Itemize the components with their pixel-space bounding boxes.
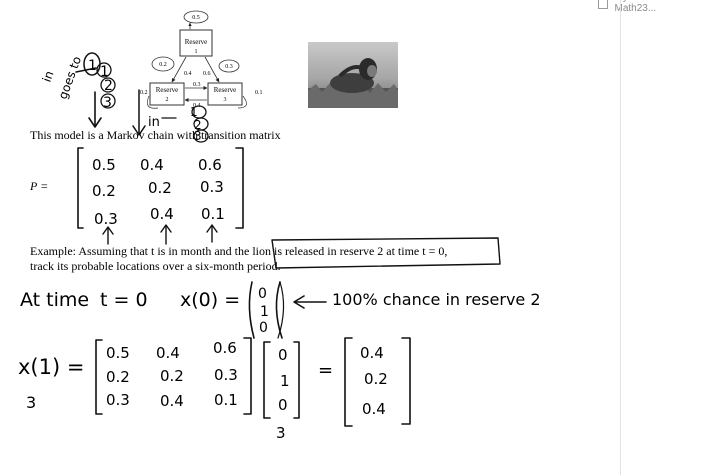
- svg-text:1: 1: [100, 64, 109, 80]
- svg-text:3: 3: [103, 95, 112, 111]
- svg-text:0.2: 0.2: [364, 370, 388, 388]
- reserve-3-node: Reserve 3: [207, 82, 243, 106]
- example-line-1: Example: Assuming that t is in month and…: [30, 244, 447, 258]
- svg-text:2: 2: [166, 97, 169, 103]
- svg-text:0.3: 0.3: [94, 210, 118, 228]
- hw-choice-1: 1: [88, 58, 97, 74]
- svg-text:0: 0: [258, 286, 267, 302]
- svg-text:0.2: 0.2: [148, 179, 172, 197]
- svg-text:0.4: 0.4: [150, 205, 174, 223]
- matrix-P: 0.5 0.4 0.6 0.2 0.2 0.3 0.3 0.4 0.1: [77, 147, 244, 245]
- svg-text:0.4: 0.4: [140, 156, 164, 174]
- svg-text:0.6: 0.6: [198, 156, 222, 174]
- model-text: This model is a Markov chain with transi…: [30, 128, 281, 142]
- svg-text:0.5: 0.5: [106, 344, 130, 362]
- svg-text:Reserve: Reserve: [185, 38, 208, 46]
- svg-text:0.3: 0.3: [106, 391, 130, 409]
- svg-text:0.4: 0.4: [156, 344, 180, 362]
- svg-text:1: 1: [280, 372, 290, 390]
- svg-text:in: in: [40, 69, 57, 84]
- handwritten-initial-state: At time t = 0 x(0) = 0 1 0 100% chance i…: [20, 281, 541, 339]
- svg-text:0.4: 0.4: [362, 400, 386, 418]
- markov-diagram: Reserve 1 0.5 Reserve 2 0.2 Reserve 3 0.…: [140, 10, 263, 109]
- svg-text:0.3: 0.3: [200, 178, 224, 196]
- svg-text:0.4: 0.4: [360, 344, 384, 362]
- svg-text:100% chance in reserve 2: 100% chance in reserve 2: [332, 290, 541, 309]
- svg-text:goes to: goes to: [56, 54, 84, 101]
- svg-text:3: 3: [276, 424, 286, 442]
- svg-text:At time: At time: [20, 289, 89, 311]
- handwritten-x1-computation: x(1) = 3 0.5 0.4 0.6 0.2 0.2 0.3 0.3 0.4…: [18, 337, 411, 442]
- highlight-box: [271, 237, 501, 269]
- svg-text:3: 3: [194, 129, 202, 143]
- breadcrumb[interactable]: My Notebook > Math23...: [598, 0, 720, 14]
- svg-text:0: 0: [259, 320, 268, 336]
- example-line-2: track its probable locations over a six-…: [30, 259, 281, 273]
- p-label: P =: [29, 179, 48, 193]
- svg-text:0.2: 0.2: [106, 368, 130, 386]
- reserve-1-node: Reserve 1: [179, 29, 213, 57]
- svg-text:in: in: [148, 115, 160, 130]
- handwritten-goes-to: in goes to 1 1 2 3: [40, 52, 116, 128]
- svg-text:=: =: [318, 360, 333, 381]
- svg-text:3: 3: [224, 97, 227, 103]
- reserve-2-node: Reserve 2: [149, 82, 185, 106]
- svg-text:x(0) =: x(0) =: [180, 289, 240, 311]
- loop-label-2: 0.2: [159, 62, 167, 68]
- svg-text:x(1) =: x(1) =: [18, 355, 84, 379]
- edge-label-12: 0.4: [184, 71, 192, 77]
- svg-text:0.6: 0.6: [213, 339, 237, 357]
- edge-label-left: 0.2: [140, 90, 148, 96]
- svg-text:0.3: 0.3: [214, 366, 238, 384]
- svg-text:0: 0: [278, 346, 288, 364]
- svg-text:Reserve: Reserve: [214, 86, 237, 94]
- edge-label-right: 0.1: [255, 90, 263, 96]
- svg-text:0.5: 0.5: [92, 156, 116, 174]
- breadcrumb-text: My Notebook > Math23...: [614, 0, 682, 14]
- svg-text:1: 1: [190, 105, 198, 119]
- lion-photo: [308, 42, 398, 108]
- edge-label-13: 0.6: [203, 71, 211, 77]
- svg-text:Reserve: Reserve: [156, 86, 179, 94]
- svg-text:0.4: 0.4: [160, 392, 184, 410]
- svg-text:0.1: 0.1: [201, 205, 225, 223]
- svg-text:2: 2: [104, 78, 113, 94]
- svg-text:0.1: 0.1: [214, 391, 238, 409]
- svg-text:3: 3: [26, 393, 36, 412]
- svg-text:2: 2: [194, 118, 202, 132]
- svg-text:1: 1: [260, 304, 269, 320]
- handwritten-in-middle: in 1 2 3: [132, 89, 209, 143]
- svg-text:0.2: 0.2: [160, 367, 184, 385]
- loop-label-3: 0.3: [225, 64, 233, 70]
- svg-text:1: 1: [195, 49, 198, 55]
- pane-divider: [620, 0, 621, 475]
- svg-text:t = 0: t = 0: [100, 289, 148, 311]
- edge-label-23: 0.3: [193, 82, 201, 88]
- notebook-icon: [598, 0, 609, 9]
- svg-text:0: 0: [278, 396, 288, 414]
- svg-text:0.2: 0.2: [92, 182, 116, 200]
- loop-label-1: 0.5: [192, 15, 200, 21]
